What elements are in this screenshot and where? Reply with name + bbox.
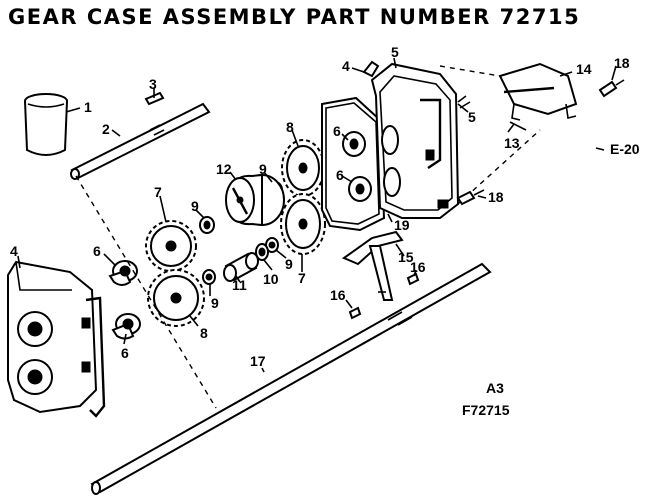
part-4-left-gear-case <box>7 260 106 418</box>
callout-9-c: 9 <box>259 161 267 177</box>
callout-16-left: 16 <box>330 287 346 303</box>
part-18-bolt-mid <box>456 189 485 206</box>
callout-17: 17 <box>250 353 266 369</box>
diagram-title: GEAR CASE ASSEMBLY PART NUMBER 72715 <box>8 5 580 29</box>
diagram-code-a3: A3 <box>486 380 504 396</box>
callout-10: 10 <box>263 271 279 287</box>
callout-12: 12 <box>216 161 232 177</box>
part-8-gear-left <box>147 269 205 327</box>
callout-16-right: 16 <box>410 259 426 275</box>
part-19-right-gear-case <box>370 62 460 219</box>
callout-7-left: 7 <box>154 184 162 200</box>
callout-14: 14 <box>576 61 592 77</box>
callout-9-b: 9 <box>211 295 219 311</box>
callout-18-top: 18 <box>614 55 630 71</box>
callout-15: 15 <box>398 249 414 265</box>
callout-9-d: 9 <box>285 256 293 272</box>
part-3-key <box>144 91 165 106</box>
callout-19: 19 <box>394 217 410 233</box>
part-18-bolt-top <box>598 79 625 98</box>
callout-3: 3 <box>149 76 157 92</box>
part-12-drum <box>225 173 285 227</box>
callout-1: 1 <box>84 99 92 115</box>
part-7-gear-left <box>145 220 197 272</box>
callout-8-top: 8 <box>286 119 294 135</box>
part-15-lever <box>341 230 404 301</box>
part-4-right-clip <box>362 60 380 78</box>
part-8-gear-mid <box>281 139 325 197</box>
diagram-code-f72715: F72715 <box>462 402 510 418</box>
callout-5-right: 5 <box>468 109 476 125</box>
part-17-lower-shaft <box>90 262 492 495</box>
gasket-plate <box>321 96 386 232</box>
part-16-clip-a <box>406 272 420 286</box>
part-10-washer <box>255 243 269 261</box>
part-9-washer-d <box>265 237 279 253</box>
callout-13: 13 <box>504 135 520 151</box>
callout-7-mid: 7 <box>298 270 306 286</box>
callout-4-left: 4 <box>10 243 18 259</box>
part-7-gear-mid <box>280 193 326 255</box>
part-13-bolt <box>509 121 527 131</box>
part-6-bushing-upper-left <box>108 260 138 286</box>
callout-18-mid: 18 <box>488 189 504 205</box>
callout-labels: 1 2 3 4 4 5 5 6 6 6 6 7 7 8 8 9 9 9 9 10… <box>10 44 640 369</box>
part-16-clip-b <box>348 306 362 320</box>
callout-6-plate-lower: 6 <box>336 167 344 183</box>
leader-dash-a <box>439 65 501 77</box>
leader-lines <box>17 57 617 373</box>
callout-4-right: 4 <box>342 58 350 74</box>
part-1-cup <box>24 93 68 156</box>
callout-6-plate-upper: 6 <box>333 123 341 139</box>
part-2-upper-shaft <box>70 102 211 180</box>
leader-dash-b <box>457 129 541 205</box>
callout-e20: E-20 <box>610 141 640 157</box>
part-6-bushing-lower-left <box>111 313 141 340</box>
callout-5-top: 5 <box>391 44 399 60</box>
callout-11: 11 <box>232 277 247 293</box>
part-9-washer-a <box>199 216 215 234</box>
part-9-washer-b <box>202 269 216 285</box>
part-14-bracket <box>498 62 578 121</box>
callout-6-lower-left: 6 <box>121 345 129 361</box>
part-11-spacer <box>223 252 259 282</box>
callout-2: 2 <box>102 121 110 137</box>
callout-9-a: 9 <box>191 198 199 214</box>
callout-8-left: 8 <box>200 325 208 341</box>
callout-6-upper-left: 6 <box>93 243 101 259</box>
